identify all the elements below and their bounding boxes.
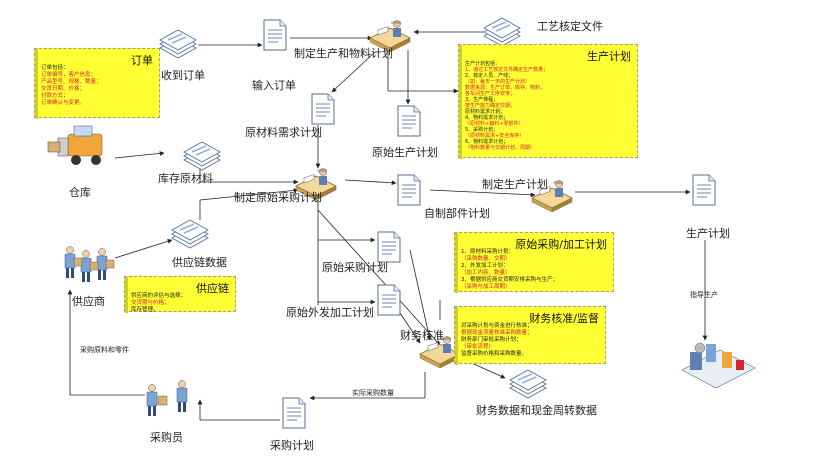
order-note-title: 订单 <box>131 54 153 67</box>
supply-note-line: 供应商的评估与选择； <box>131 293 187 299</box>
raw-purchase-doc-icon <box>377 231 401 263</box>
order-note: 订单 订单包括： 订单编号，客户信息； 产品型号、规格、数量； 交货日期、价格；… <box>34 48 160 119</box>
prod-note-line: 1、通过工艺核定文件确定生产数量； <box>465 67 549 73</box>
prod-note-line: （原材料+辅料+零部件） <box>465 121 524 127</box>
supplier-label: 供应商 <box>72 295 105 308</box>
supply-note-line: 库存管理。 <box>131 307 159 313</box>
outsource-plan-label: 原始外发加工计划 <box>286 306 374 319</box>
prod-note-line: （如：每天一天的生产计划） <box>465 79 531 85</box>
prod-note-line: 按生产能力确定交期； <box>465 103 516 109</box>
raw-prod-plan-doc-icon <box>397 105 421 137</box>
process-docs-label: 工艺核定文件 <box>537 20 603 33</box>
order-note-line: 产品型号、规格、数量； <box>41 79 102 85</box>
purchase-note-line: 3、根据供应商交货期安排采购与生产； <box>461 277 559 283</box>
purchase-note-edge <box>455 233 458 293</box>
buy-material-label: 采购原料和零件 <box>80 346 129 354</box>
finance-data-stack-icon <box>509 369 547 399</box>
production-plan-note: 生产计划 生产计划包括： 1、通过工艺核定文件确定生产数量； 2、核定人员、产线… <box>458 44 638 159</box>
raw-purchase-label: 原始采购计划 <box>322 261 388 274</box>
purchase-note-line: 1、原材料采购计划： <box>461 249 514 255</box>
raw-prod-plan-label: 原始生产计划 <box>372 146 438 159</box>
factory-icon <box>681 342 756 389</box>
inventory-stack-icon <box>183 141 221 171</box>
production-plan-label: 生产计划 <box>686 227 730 240</box>
prod-note-line: 5、采购计划； <box>465 127 499 133</box>
purchase-note-line: （采购与加工周期） <box>461 284 511 290</box>
finance-note-line: 监督采购价格和采购数量。 <box>461 351 528 357</box>
finance-note-title: 财务核准/监督 <box>529 312 599 325</box>
production-plan-doc-icon <box>692 174 716 206</box>
prod-note-line: （原材料需求+安全库存） <box>465 133 525 139</box>
prod-note-line: 6、物料需求计划； <box>465 139 509 145</box>
actual-qty-label: 实际采购数量 <box>352 389 394 397</box>
supply-note-title: 供应链 <box>196 282 229 295</box>
buyer-label: 采购员 <box>150 431 183 444</box>
material-req-label: 原材料需求计划 <box>245 126 322 139</box>
prod-note-line: 4、物料需求计划； <box>465 115 509 121</box>
supply-chain-note: 供应链 供应商的评估与选择； 交货期与价格； 库存管理。 <box>124 276 236 314</box>
finance-note-line: 根据现金流量核准采购数量； <box>461 330 533 336</box>
order-note-line: 订单编号，客户信息； <box>41 72 97 78</box>
finance-note-line: （审批流程） <box>461 344 495 350</box>
purchase-note-title: 原始采购/加工计划 <box>515 238 607 251</box>
purchase-note-lines: 1、原材料采购计划： （采购数量、交期） 2、外发加工计划： （加工内容、数量）… <box>461 249 558 291</box>
warehouse-forklift-icon <box>47 125 103 165</box>
self-parts-label: 自制部件计划 <box>424 207 490 220</box>
prod-note-edge <box>459 45 462 159</box>
input-order-label: 输入订单 <box>252 79 296 92</box>
prod-note-line: 2、核定人员、产线； <box>465 73 514 79</box>
self-parts-doc-icon <box>397 174 421 206</box>
supply-note-lines: 供应商的评估与选择； 交货期与价格； 库存管理。 <box>131 293 186 314</box>
supply-note-line: 交货期与价格； <box>131 300 170 306</box>
purchase-plan-label: 采购计划 <box>270 439 314 452</box>
finance-data-label: 财务数据和现金周转数据 <box>476 404 597 417</box>
prod-note-line: 原材料需求计划； <box>465 109 506 115</box>
prod-note-lines: 生产计划包括： 1、通过工艺核定文件确定生产数量； 2、核定人员、产线； （如：… <box>465 61 548 151</box>
supply-data-stack-icon <box>171 219 209 249</box>
make-purchase-label: 制定原始采购计划 <box>234 191 322 204</box>
finance-note-lines: 对采购计划与资金进行核准； 根据现金流量核准采购数量； 财务部门审批采购计划； … <box>461 323 533 358</box>
supply-data-label: 供应链数据 <box>172 256 227 269</box>
prod-note-line: （物料数量与交期计划、周期） <box>465 145 536 151</box>
make-prod-plan-label: 制定生产计划 <box>482 178 548 191</box>
order-note-lines: 订单包括： 订单编号，客户信息； 产品型号、规格、数量； 交货日期、价格； 付款… <box>41 65 102 107</box>
purchase-plan-doc-icon <box>282 397 306 429</box>
receive-order-label: 收到订单 <box>161 69 205 82</box>
guide-prod-label: 指导生产 <box>690 291 718 299</box>
buyer-people-icon <box>146 380 188 417</box>
make-plan-label: 制定生产和物料计划 <box>294 47 393 60</box>
material-plan-doc-icon <box>311 93 335 125</box>
finance-note: 财务核准/监督 对采购计划与资金进行核准； 根据现金流量核准采购数量； 财务部门… <box>454 306 606 365</box>
order-note-edge <box>35 49 38 119</box>
inventory-label: 库存原材料 <box>158 172 213 185</box>
order-note-line: 交货日期、价格； <box>41 86 86 92</box>
order-note-line: 订单确认与变更。 <box>41 100 86 106</box>
finance-note-line: 对采购计划与资金进行核准； <box>461 323 533 329</box>
finance-note-line: 财务部门审批采购计划； <box>461 337 522 343</box>
purchase-plan-note: 原始采购/加工计划 1、原材料采购计划： （采购数量、交期） 2、外发加工计划：… <box>454 232 614 293</box>
order-stack-icon <box>159 29 197 59</box>
prod-note-title: 生产计划 <box>587 50 631 63</box>
supply-note-edge <box>125 277 128 313</box>
purchase-note-line: （加工内容、数量） <box>461 270 511 276</box>
prod-note-line: 各车间生产工序安排； <box>465 91 516 97</box>
outsource-doc-icon <box>377 284 401 316</box>
prod-note-line: 3、生产排程； <box>465 97 499 103</box>
finance-check-label: 财务核准 <box>400 329 444 342</box>
order-note-line: 订单包括： <box>41 65 69 71</box>
order-note-line: 付款方式； <box>41 93 69 99</box>
purchase-note-line: 2、外发加工计划： <box>461 263 509 269</box>
order-input-form-icon <box>263 19 287 51</box>
purchase-note-line: （采购数量、交期） <box>461 256 511 262</box>
process-docs-stack-icon <box>483 17 521 47</box>
supplier-people-icon <box>64 246 115 283</box>
prod-note-line: 生产计划包括： <box>465 61 501 67</box>
prod-note-line: 数据来源：生产订单、库存、物料； <box>465 85 546 91</box>
finance-note-edge <box>455 307 458 365</box>
warehouse-label: 仓库 <box>69 186 91 199</box>
